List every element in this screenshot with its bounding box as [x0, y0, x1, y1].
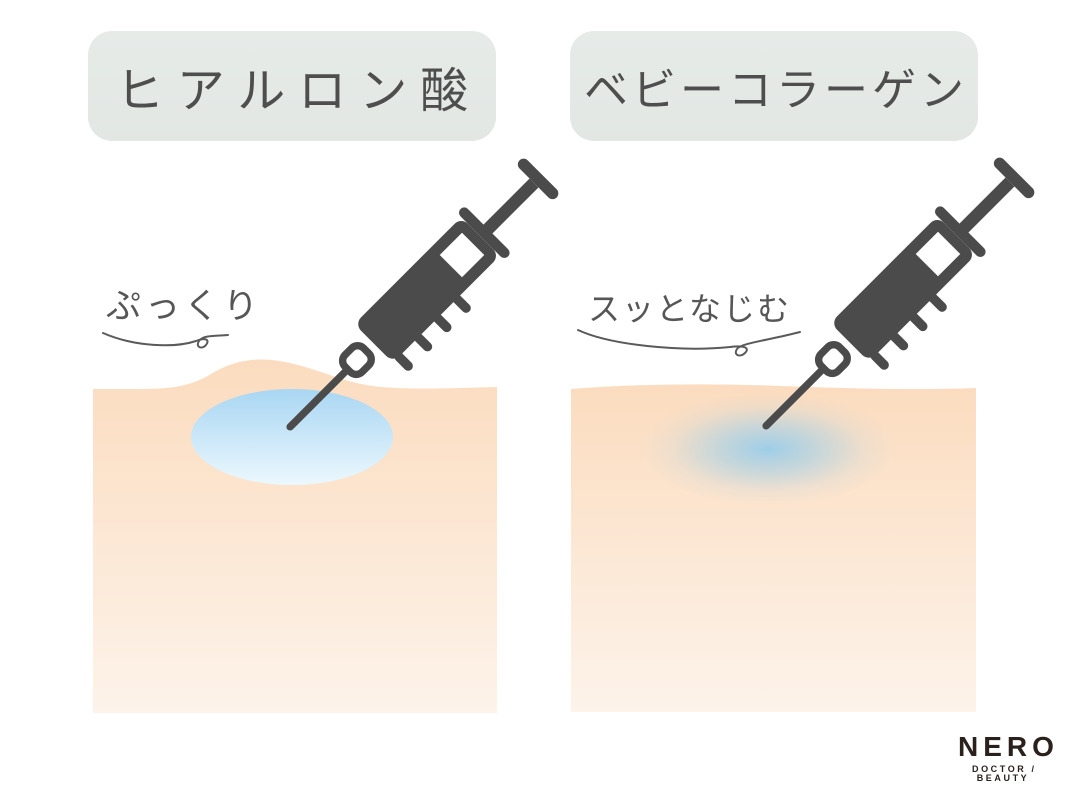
- brand-logo-tagline: DOCTOR / BEAUTY: [971, 764, 1037, 783]
- brand-logo: NERO DOCTOR / BEAUTY: [953, 731, 1059, 783]
- filler-blob-icon: [191, 389, 393, 485]
- skin-section-right: [571, 384, 976, 712]
- label-baby-collagen-text: ベビーコラーゲン: [584, 66, 968, 115]
- syringe-icon-left: [209, 48, 629, 448]
- label-baby-collagen: ベビーコラーゲン: [570, 31, 978, 141]
- label-hyaluronic-acid-text: ヒアルロン酸: [115, 65, 482, 118]
- underline-squiggle-right: [577, 329, 801, 357]
- brand-logo-name: NERO: [958, 731, 1059, 762]
- syringe-icon-right: [685, 47, 1080, 447]
- underline-squiggle-left: [102, 332, 229, 349]
- annotation-right: スッとなじむ: [588, 291, 792, 327]
- annotation-left: ぷっくり: [106, 287, 263, 326]
- label-hyaluronic-acid: ヒアルロン酸: [88, 31, 496, 141]
- skin-section-left: [93, 359, 497, 713]
- diffusion-blob-icon: [640, 393, 896, 505]
